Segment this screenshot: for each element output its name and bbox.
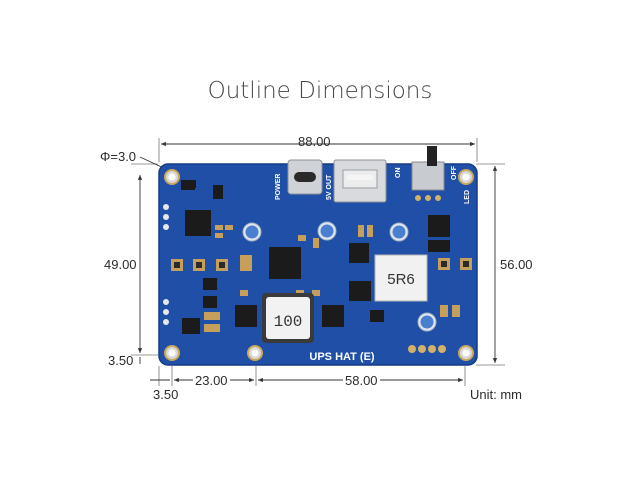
dim-label-88: 88.00: [298, 134, 331, 149]
silk-off: OFF: [451, 165, 458, 180]
sense-resistor: [374, 254, 428, 302]
silk-on: ON: [395, 168, 402, 179]
mounting-holes: [164, 169, 474, 361]
silk-led: LED: [464, 190, 471, 204]
capacitors: [242, 221, 437, 332]
ic-chip: [349, 281, 371, 301]
hole-diameter-label: Φ=3.0: [100, 149, 137, 164]
main-ic-chip: [269, 247, 301, 279]
dim-label-58: 58.00: [343, 373, 380, 388]
unit-label: Unit: mm: [470, 387, 522, 402]
dim-label-56: 56.00: [500, 257, 533, 272]
ups-hat-board: 100 5R6 POWER 5V OUT ON OFF LED UPS HAT …: [158, 146, 478, 366]
ic-chip: [185, 210, 211, 236]
mosfet: [235, 305, 257, 327]
silk-5v-out: 5V OUT: [326, 174, 333, 200]
inductor-marking: 100: [274, 313, 303, 331]
ic-chip: [349, 243, 369, 263]
board-name: UPS HAT (E): [309, 351, 375, 363]
dim-label-23: 23.00: [193, 373, 230, 388]
resistor-marking: 5R6: [387, 271, 415, 288]
slide-switch: [411, 161, 445, 191]
dim-label-49: 49.00: [104, 257, 137, 272]
switch-knob: [427, 146, 437, 166]
dim-label-3-50-left: 3.50: [153, 387, 179, 402]
mosfet: [322, 305, 344, 327]
extension-lines: [131, 138, 505, 386]
diagram-title: Outline Dimensions: [207, 78, 433, 104]
pogo-pins: [408, 345, 446, 353]
edge-pads: [163, 204, 169, 325]
silk-power: POWER: [275, 174, 282, 200]
dim-label-3-50-bottom: 3.50: [108, 353, 134, 368]
